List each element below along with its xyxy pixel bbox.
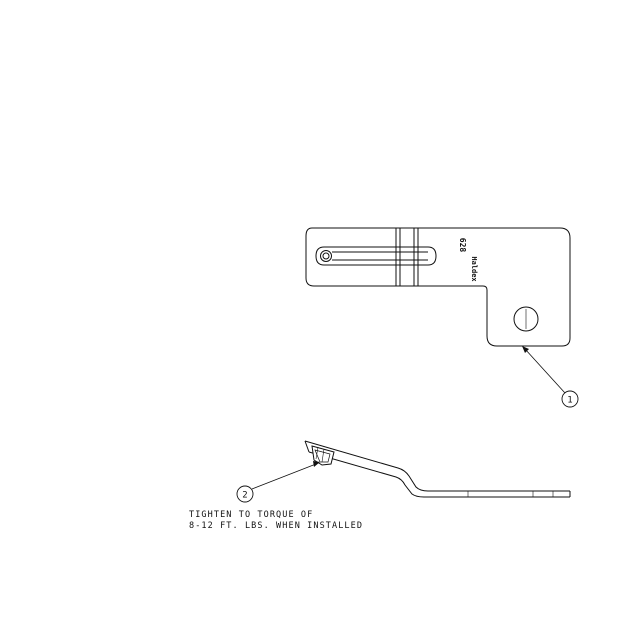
callout-number-2: 2 bbox=[242, 491, 247, 501]
slot-bolt-head bbox=[320, 250, 332, 262]
adjustment-slot bbox=[315, 246, 437, 266]
bracket-side-view bbox=[304, 440, 571, 498]
callout-balloon-2: 2 bbox=[236, 485, 254, 503]
part-number-marking: 628 bbox=[458, 238, 467, 253]
lock-nut bbox=[311, 445, 335, 466]
torque-note-line-1: TIGHTEN TO TORQUE OF bbox=[189, 510, 314, 520]
slot-bolt-core bbox=[322, 252, 330, 260]
bracket-top-view bbox=[305, 227, 571, 347]
leader-1 bbox=[522, 346, 566, 394]
leader-2 bbox=[251, 461, 320, 490]
brand-marking: Haldex bbox=[470, 256, 478, 282]
torque-note-line-2: 8-12 FT. LBS. WHEN INSTALLED bbox=[189, 521, 364, 531]
callout-balloon-1: 1 bbox=[561, 390, 579, 408]
bracket-outline bbox=[305, 227, 571, 347]
figure-eight-hole bbox=[513, 306, 539, 332]
callout-number-1: 1 bbox=[567, 396, 572, 406]
